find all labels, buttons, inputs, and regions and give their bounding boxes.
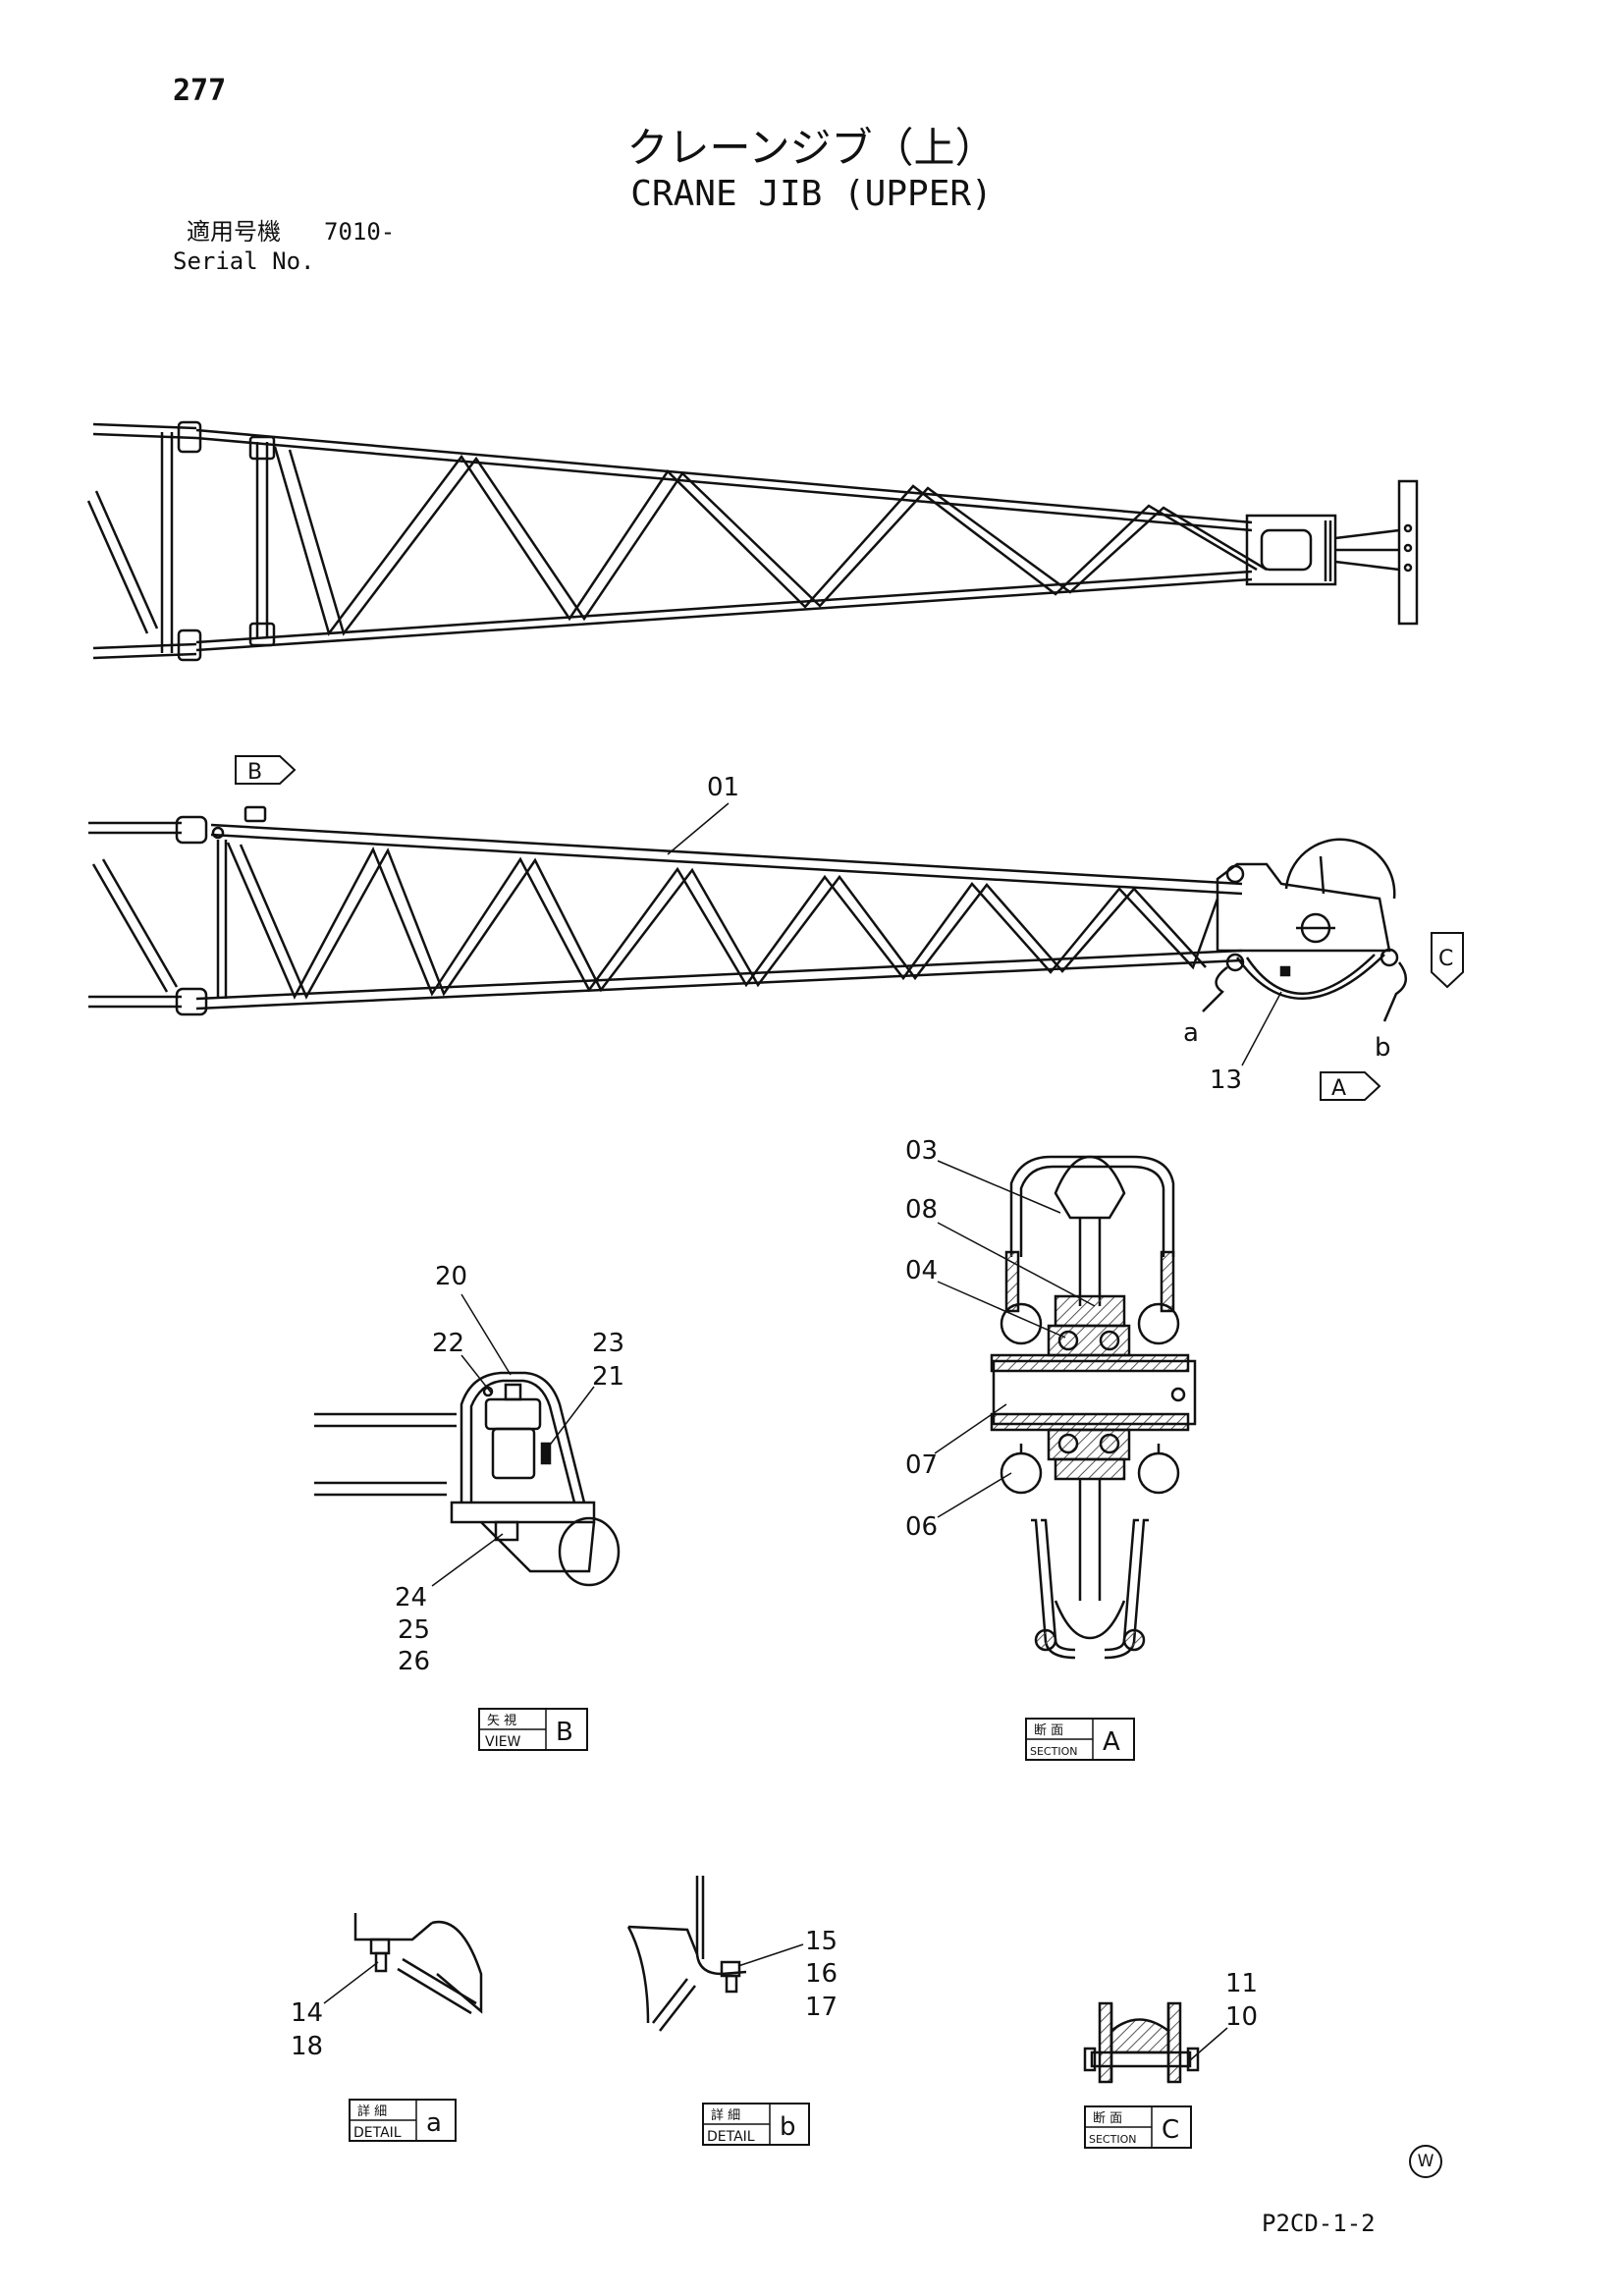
- svg-text:詳 細: 詳 細: [711, 2107, 740, 2123]
- svg-text:17: 17: [805, 1993, 838, 2022]
- svg-text:矢 視: 矢 視: [487, 1714, 516, 1728]
- svg-text:15: 15: [805, 1927, 838, 1956]
- svg-text:DETAIL: DETAIL: [353, 2125, 402, 2141]
- detail-ref-a: a: [1183, 1018, 1199, 1048]
- svg-text:断 面: 断 面: [1034, 1723, 1063, 1738]
- leader-13: [1241, 991, 1282, 1066]
- svg-text:C: C: [1438, 947, 1453, 971]
- svg-text:07: 07: [905, 1450, 938, 1480]
- svg-text:B: B: [556, 1718, 573, 1747]
- svg-text:14: 14: [291, 1998, 323, 2028]
- view-arrow-a: A: [1320, 1071, 1381, 1101]
- svg-text:08: 08: [905, 1195, 938, 1225]
- svg-text:24: 24: [395, 1583, 427, 1613]
- document-reference: P2CD-1-2: [1262, 2210, 1376, 2237]
- page-number: 277: [173, 74, 227, 108]
- section-c-callouts: 11 10: [1189, 1969, 1258, 2061]
- watermark-circle-w: W: [1409, 2145, 1442, 2178]
- svg-text:断 面: 断 面: [1093, 2111, 1122, 2126]
- svg-text:25: 25: [398, 1615, 430, 1645]
- view-b-callouts: 20 22 23 21 24 25 26: [395, 1262, 624, 1676]
- svg-text:VIEW: VIEW: [485, 1734, 521, 1750]
- svg-text:SECTION: SECTION: [1030, 1745, 1077, 1758]
- svg-text:A: A: [1331, 1076, 1346, 1101]
- detail-a-callouts: 14 18: [291, 1961, 379, 2061]
- svg-text:b: b: [780, 2112, 796, 2142]
- svg-text:11: 11: [1225, 1969, 1258, 1998]
- svg-text:B: B: [247, 760, 262, 785]
- svg-text:18: 18: [291, 2032, 323, 2061]
- svg-text:C: C: [1162, 2115, 1179, 2145]
- svg-text:20: 20: [435, 1262, 467, 1291]
- caption-section-a: 断 面 SECTION A: [1025, 1718, 1135, 1761]
- caption-detail-a: 詳 細 DETAIL a: [349, 2099, 457, 2142]
- view-b-drawing: [314, 1371, 621, 1587]
- svg-text:23: 23: [592, 1329, 624, 1358]
- caption-detail-b: 詳 細 DETAIL b: [702, 2103, 810, 2146]
- svg-text:10: 10: [1225, 2002, 1258, 2032]
- svg-text:06: 06: [905, 1512, 938, 1542]
- svg-text:03: 03: [905, 1136, 938, 1166]
- detail-a-drawing: [353, 1913, 483, 2015]
- jib-top-view: [86, 420, 1419, 662]
- svg-text:DETAIL: DETAIL: [707, 2129, 755, 2145]
- serial-label-japanese: 適用号機: [187, 218, 281, 246]
- serial-label-english: Serial No.: [173, 247, 315, 275]
- detail-b-callouts: 15 16 17: [737, 1927, 838, 2022]
- callout-01: 01: [707, 773, 739, 802]
- svg-text:A: A: [1103, 1727, 1120, 1757]
- svg-text:04: 04: [905, 1256, 938, 1285]
- callout-13: 13: [1210, 1066, 1242, 1095]
- serial-value: 7010-: [324, 218, 396, 246]
- svg-text:SECTION: SECTION: [1089, 2133, 1136, 2146]
- title-japanese: クレーンジブ（上）: [626, 124, 997, 172]
- leader-01: [667, 802, 730, 855]
- svg-text:a: a: [426, 2108, 442, 2138]
- title-english: CRANE JIB (UPPER): [630, 174, 993, 214]
- view-arrow-c: C: [1431, 932, 1464, 989]
- svg-text:22: 22: [432, 1329, 464, 1358]
- section-a-callouts: 03 08 04 07 06: [905, 1136, 1096, 1542]
- detail-ref-b: b: [1375, 1033, 1391, 1063]
- svg-text:21: 21: [592, 1362, 624, 1392]
- svg-text:16: 16: [805, 1959, 838, 1989]
- section-c-drawing: [1083, 2001, 1200, 2084]
- detail-b-drawing: [626, 1876, 747, 2032]
- caption-view-b: 矢 視 VIEW B: [478, 1708, 588, 1751]
- caption-section-c: 断 面 SECTION C: [1084, 2105, 1192, 2149]
- view-arrow-b: B: [235, 755, 297, 785]
- jib-side-view: [88, 805, 1407, 1022]
- svg-text:26: 26: [398, 1647, 430, 1676]
- section-a-drawing: [990, 1155, 1197, 1660]
- svg-text:詳 細: 詳 細: [357, 2104, 387, 2119]
